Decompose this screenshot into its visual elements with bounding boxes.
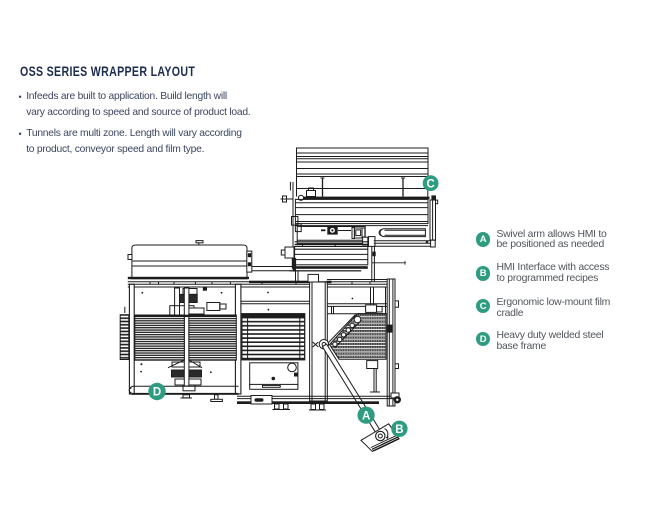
svg-text:C: C [426,178,434,190]
svg-text:B: B [395,424,403,436]
svg-text:A: A [362,410,370,422]
svg-text:D: D [153,387,161,399]
